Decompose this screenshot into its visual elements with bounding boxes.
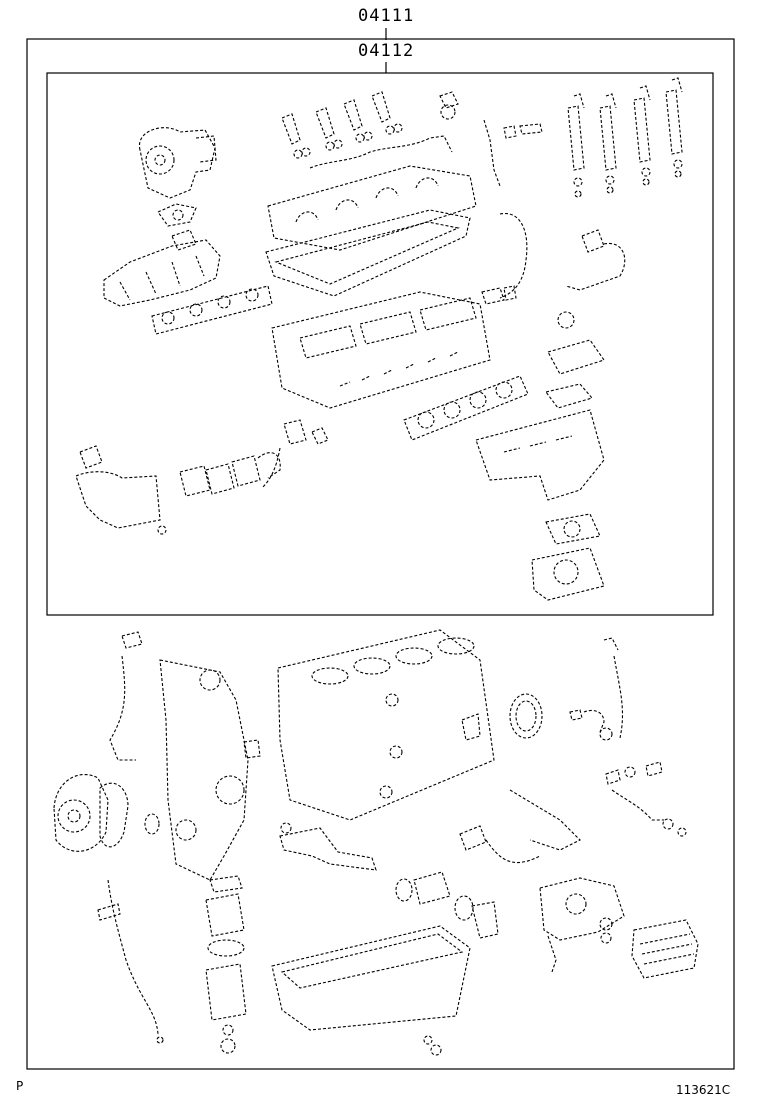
intake-manifold (475, 409, 605, 501)
timing-chain-cover (159, 659, 261, 881)
figure-number: 113621C (676, 1083, 731, 1097)
vacuum-pipe (261, 419, 329, 489)
egr-cooler-parts (545, 311, 605, 409)
rear-oil-seal (509, 693, 543, 739)
timing-cover-gasket (279, 822, 377, 871)
head-gasket (403, 375, 529, 441)
egr-valve-assembly (75, 445, 167, 535)
glow-plug-harness (309, 91, 459, 169)
head-cover-gasket (265, 209, 471, 297)
turbo-gasket (157, 203, 197, 227)
cylinder-head (271, 291, 491, 409)
oil-level-sensor (483, 119, 543, 187)
oil-pump-pipe (109, 631, 143, 761)
oil-pan (271, 925, 471, 1056)
inner-kit-frame (46, 72, 714, 616)
exhaust-manifold (103, 229, 221, 307)
water-pump (53, 773, 160, 852)
cylinder-block (277, 629, 495, 821)
thermostat-housing (395, 871, 499, 939)
oil-dipstick (97, 879, 164, 1044)
cylinder-head-cover (267, 165, 477, 251)
fuel-pump-assembly (539, 877, 625, 973)
oil-cooler (631, 919, 699, 979)
outer-kit-label: 04111 (358, 6, 415, 26)
glow-plugs (281, 91, 403, 159)
oil-filter-assembly (205, 875, 247, 1054)
inner-kit-label: 04112 (358, 41, 415, 61)
kit-frames (26, 28, 735, 1070)
oil-pressure-switch (605, 761, 687, 837)
water-outlet-pipe (565, 229, 626, 291)
fuel-injectors (567, 77, 683, 198)
outer-kit-frame (26, 38, 735, 1070)
egr-gaskets (179, 452, 281, 497)
exhaust-manifold-gasket (151, 285, 273, 335)
water-bypass-pipe (459, 789, 581, 864)
crankshaft-position-sensor (569, 637, 624, 741)
egr-pipe (481, 212, 528, 305)
turbocharger (139, 127, 217, 199)
footer-left-code: P (16, 1079, 24, 1093)
throttle-body (531, 513, 605, 601)
